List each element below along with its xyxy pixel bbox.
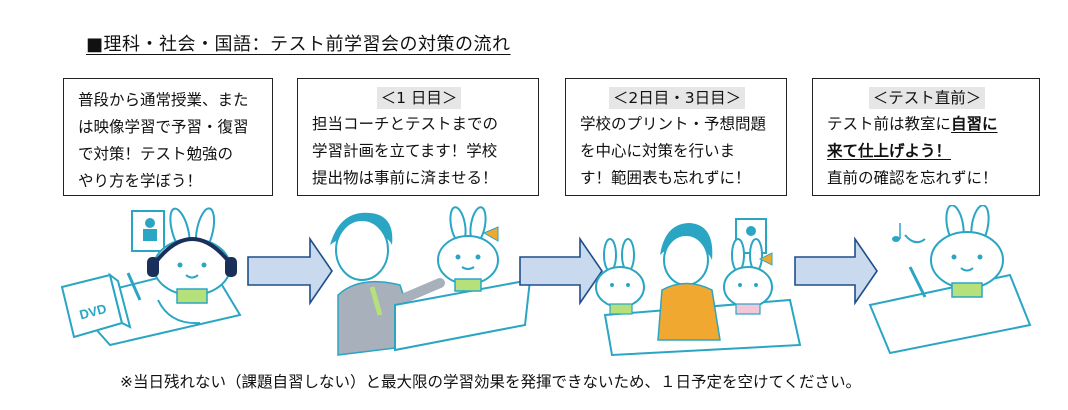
step-box-2: ＜1 日目＞ 担当コーチとテストまでの 学習計画を立てます！学校 提出物は事前に…: [297, 78, 539, 196]
step4-line: テスト前は教室に自習に: [827, 111, 1027, 138]
scene-group-study: [595, 218, 802, 357]
page-title: ■理科・社会・国語：テスト前学習会の対策の流れ: [86, 34, 511, 55]
step3-line: を中心に対策を行いま: [580, 142, 736, 160]
rabbit-right: [723, 238, 773, 315]
step-box-3: ＜2日目・3日目＞ 学校のプリント・予想問題 を中心に対策を行いま す！範囲表も…: [565, 78, 787, 196]
step3-line: す！範囲表も忘れずに！: [580, 169, 751, 187]
step1-line: やり方を学ぼう！: [78, 172, 203, 190]
step4-emphasis: 自習に: [951, 115, 998, 133]
dvd-label: DVD: [78, 301, 108, 323]
rabbit-studying: [908, 205, 1004, 298]
step4-line: 直前の確認を忘れずに！: [827, 169, 998, 187]
step3-header: ＜2日目・3日目＞: [608, 87, 746, 109]
step4-text: テスト前は教室に: [827, 115, 952, 133]
step2-header: ＜1 日目＞: [376, 87, 462, 109]
dvd-case: DVD: [60, 272, 132, 339]
step1-line: 普段から通常授業、また: [78, 91, 249, 109]
flow-arrow-3: [794, 236, 878, 306]
step2-line: 学習計画を立てます！学校: [312, 142, 498, 160]
rabbit-left: [595, 238, 645, 315]
scene-video-study: DVD: [60, 207, 242, 347]
step4-line: 来て仕上げよう！: [827, 138, 1027, 165]
step2-line: 提出物は事前に済ませる！: [312, 169, 498, 187]
rabbit-headphones: [126, 207, 237, 325]
step4-header: ＜テスト直前＞: [868, 87, 986, 109]
step-box-1: 普段から通常授業、また は映像学習で予習・復習 で対策！テスト勉強の やり方を学…: [63, 78, 273, 196]
step2-line: 担当コーチとテストまでの: [312, 115, 499, 133]
scene-self-study: [868, 205, 1032, 355]
step1-line: で対策！テスト勉強の: [78, 145, 234, 163]
step-box-4: ＜テスト直前＞ テスト前は教室に自習に 来て仕上げよう！ 直前の確認を忘れずに！: [812, 78, 1040, 196]
rabbit-bow: [437, 206, 499, 292]
coach-figure: [330, 212, 445, 356]
step3-line: 学校のプリント・予想問題: [580, 115, 767, 133]
footnote: ※当日残れない（課題自習しない）と最大限の学習効果を発揮できないため、１日予定を…: [120, 373, 862, 391]
step1-line: は映像学習で予習・復習: [78, 118, 249, 136]
step4-emphasis: 来て仕上げよう！: [827, 142, 952, 160]
student-girl: [657, 223, 721, 341]
flow-arrow-2: [519, 236, 603, 306]
music-note-icon: [892, 223, 926, 244]
illustration-strip: DVD: [60, 205, 1032, 357]
scene-coach-planning: [330, 206, 532, 356]
flow-arrow-1: [247, 236, 333, 306]
